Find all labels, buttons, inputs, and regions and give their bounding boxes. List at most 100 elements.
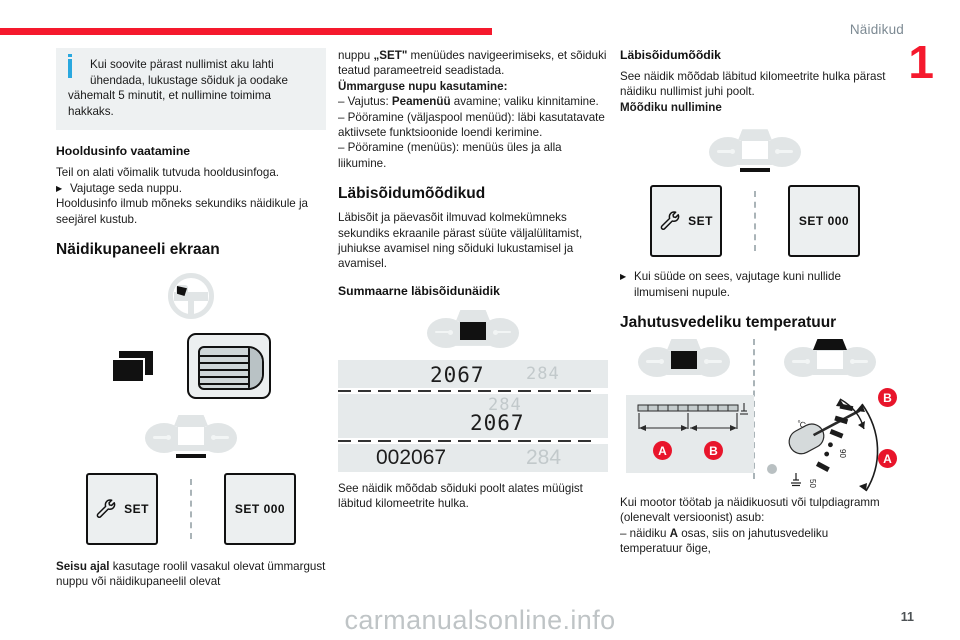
- cluster-left-needle: [792, 360, 807, 363]
- odometer-variant-row-3: 002067 284: [338, 443, 608, 472]
- trip-odometer-paragraph: See näidik mõõdab läbitud kilomeetrite h…: [620, 70, 886, 99]
- cluster-top-cap: [174, 415, 208, 426]
- page-number: 11: [900, 610, 914, 624]
- info-icon: [68, 59, 72, 78]
- set-zero-button[interactable]: SET 000: [224, 473, 296, 545]
- service-bullet: Vajutage seda nuppu.: [56, 181, 326, 197]
- odometer-row-separator: [338, 438, 608, 444]
- chapter-number: 1: [908, 36, 934, 88]
- odometer-display-variants: 2067 284 284 2067 002067 284: [338, 359, 608, 472]
- cluster-right-hub: [211, 435, 216, 440]
- set-label: SET: [688, 214, 713, 229]
- knob-bullet-2: – Pööramine (väljaspool menüüd): läbi ka…: [338, 110, 605, 140]
- set-zero-button[interactable]: SET 000: [788, 185, 860, 258]
- cluster-right-needle: [214, 436, 229, 439]
- info-note-line3: vähemalt 5 minutit, et nullimine toimima: [68, 89, 271, 103]
- page-title: Näidikud: [849, 22, 904, 37]
- cont-pre: nuppu: [338, 49, 374, 62]
- figure-set-buttons-2: SET SET 000: [620, 185, 890, 258]
- cluster-left-hub: [166, 435, 171, 440]
- cluster-screen-highlighted: [671, 351, 697, 370]
- wheel-hub-bar: [174, 292, 208, 301]
- cluster-right-needle: [778, 150, 793, 153]
- wheel-spoke: [188, 297, 194, 314]
- bullet1-pre: – Vajutus:: [338, 95, 392, 109]
- set-zero-label: SET 000: [234, 502, 286, 516]
- instrument-cluster-icon: [638, 339, 730, 383]
- set-service-button[interactable]: SET: [86, 473, 158, 545]
- cluster-left-needle: [717, 150, 732, 153]
- set-zero-label: SET 000: [798, 214, 850, 229]
- needle-gauge-version: °C 90 50 B A: [766, 339, 898, 507]
- analog-gauge-diagram: °C 90 50: [767, 398, 879, 492]
- service-paragraph-2: Hooldusinfo ilmub mõneks sekundiks näidi…: [56, 197, 308, 226]
- column-one: Kui soovite pärast nullimist aku lahti ü…: [56, 48, 326, 590]
- figure-instrument-cluster-1: [56, 415, 326, 459]
- knob-bullet-1: – Vajutus: Peamenüü avamine; valiku kinn…: [338, 94, 608, 109]
- coolant-paragraph: Kui mootor töötab ja näidikuosuti või tu…: [620, 496, 880, 525]
- rotary-knob-illustration: [111, 333, 271, 399]
- watermark: carmanualsonline.info: [344, 605, 616, 635]
- cluster-screen: [178, 427, 204, 445]
- cluster-right-needle: [707, 360, 722, 363]
- coolant-bargraph: A B: [626, 395, 754, 474]
- knob-rib: [200, 362, 250, 364]
- info-icon-dot: [68, 54, 72, 57]
- knob-rib: [200, 369, 250, 371]
- wheel-control-marker-icon: [177, 286, 187, 296]
- cluster-left-needle: [153, 436, 168, 439]
- column-two: nuppu „SET" menüüdes navigeerimiseks, et…: [338, 48, 608, 512]
- caption-bold: Seisu ajal: [56, 560, 110, 573]
- trip-paragraph: Läbisõit ja päevasõit ilmuvad kolmekümne…: [338, 211, 583, 271]
- figure-steering-wheel: [56, 273, 326, 319]
- cluster-right-hub: [493, 329, 498, 335]
- figure-divider: [753, 339, 755, 480]
- caption-rest: kasutage roolil vasakul olevat ümmargust…: [56, 560, 326, 589]
- cluster-top-cap: [456, 309, 490, 321]
- cluster-screen: [742, 141, 768, 160]
- coolant-bullet-bold: A: [669, 526, 679, 540]
- heading-coolant-temperature: Jahutusvedeliku temperatuur: [620, 314, 837, 332]
- cluster-highlight-bar: [740, 168, 770, 173]
- steering-wheel-icon: [168, 273, 214, 319]
- info-note-box: Kui soovite pärast nullimist aku lahti ü…: [56, 48, 326, 131]
- cluster-top-cap: [667, 339, 701, 351]
- svg-text:50: 50: [808, 479, 817, 488]
- cluster-top-cap-highlighted: [813, 339, 847, 351]
- cluster-right-hub: [775, 149, 780, 155]
- info-note-line4: hakkaks.: [68, 104, 114, 118]
- cluster-right-hub: [850, 359, 855, 365]
- set-service-button[interactable]: SET: [650, 185, 722, 258]
- cluster-left-hub: [805, 359, 810, 365]
- cluster-screen: [817, 351, 843, 370]
- instrument-cluster-icon: [427, 309, 519, 354]
- svg-text:90: 90: [838, 449, 847, 458]
- instrument-cluster-icon: [784, 339, 876, 383]
- cluster-top-cap: [738, 129, 772, 141]
- instrument-cluster-icon: [709, 129, 801, 173]
- wrench-icon: [660, 211, 680, 231]
- cluster-screen-highlighted: [460, 321, 486, 340]
- cluster-highlight-bar: [176, 454, 206, 458]
- column-three: Läbisõidumõõdik See näidik mõõdab läbitu…: [620, 48, 897, 557]
- knob-rib: [200, 355, 250, 357]
- zone-b-badge: B: [878, 388, 897, 408]
- coolant-analog-gauge: °C 90 50 B A: [766, 387, 898, 507]
- figure-coolant-gauges: A B: [620, 339, 897, 492]
- reset-bullet: Kui süüde on sees, vajutage kuni nullide…: [620, 269, 890, 300]
- odo-trip-value: 284: [526, 445, 562, 469]
- card-front: [111, 358, 145, 383]
- heading-knob-usage: Ümmarguse nupu kasutamine:: [338, 79, 508, 93]
- service-paragraph-1: Teil on alati võimalik tutvuda hooldusin…: [56, 166, 279, 180]
- odo-trip-value: 284: [488, 394, 522, 415]
- svg-text:°C: °C: [795, 418, 807, 430]
- instrument-cluster-icon: [145, 415, 237, 459]
- coolant-bullet-post: osas, siis on jahutusvedeliku temperatuu…: [620, 526, 829, 556]
- cont-post: menüüdes navigeerimiseks, et sõiduki tea…: [338, 49, 607, 78]
- heading-instrument-panel-screen: Näidikupaneeli ekraan: [56, 241, 220, 258]
- card-stack-icon: [111, 351, 157, 385]
- zone-a-badge: A: [653, 441, 672, 461]
- figure-instrument-cluster-2: [338, 309, 608, 354]
- knob-continuation-paragraph: nuppu „SET" menüüdes navigeerimiseks, et…: [338, 48, 608, 79]
- bargraph-diagram: [637, 403, 748, 432]
